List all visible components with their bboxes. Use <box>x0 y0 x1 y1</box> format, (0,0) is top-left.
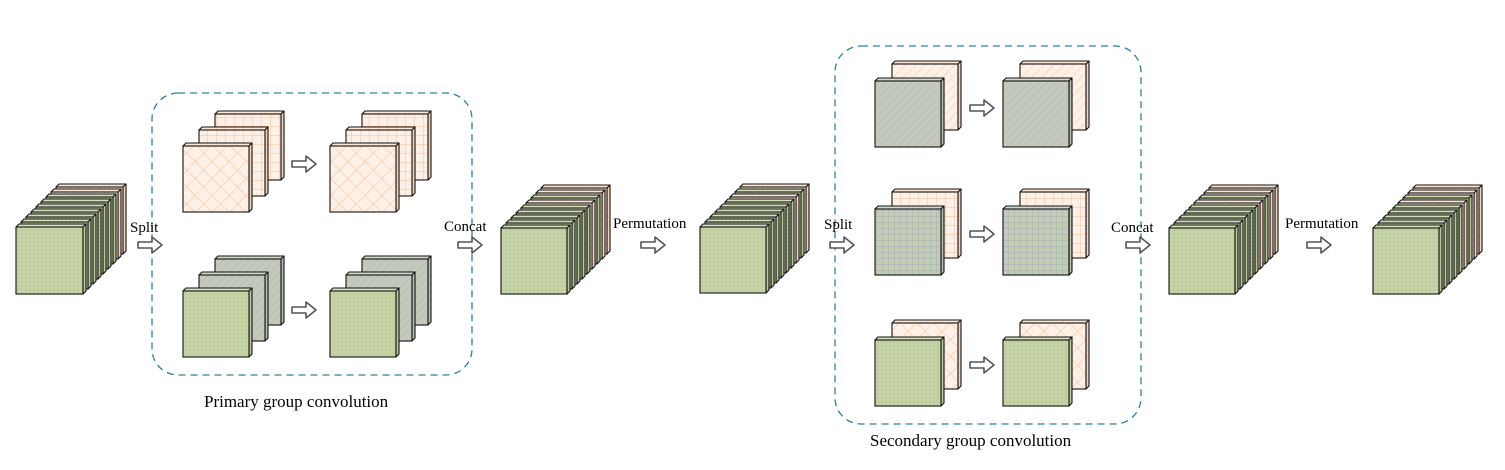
primary-group-caption: Primary group convolution <box>204 392 389 411</box>
concat-feature-stack-1 <box>500 184 611 295</box>
feature-map-slab <box>874 205 945 276</box>
primary-group-box <box>151 92 473 376</box>
flow-arrow-icon <box>457 236 483 254</box>
split-label-2: Split <box>824 217 853 233</box>
permutation-label-1: Permutation <box>613 216 687 232</box>
secondary-group-caption: Secondary group convolution <box>870 431 1072 450</box>
flow-arrow-icon <box>640 236 666 254</box>
secondary-group-3-in <box>874 319 962 407</box>
flow-arrow-icon <box>291 155 317 173</box>
feature-map-slab <box>500 224 571 295</box>
flow-arrow-icon <box>1306 236 1332 254</box>
secondary-group-2-in <box>874 188 962 276</box>
feature-map-slab <box>329 142 400 213</box>
concat-label-1: Concat <box>444 219 487 235</box>
feature-map-slab <box>699 223 770 294</box>
primary-green-group-in <box>182 255 285 358</box>
secondary-group-1-in <box>874 60 962 148</box>
permutation-label-2: Permutation <box>1285 216 1359 232</box>
feature-map-slab <box>329 287 400 358</box>
feature-map-slab <box>182 287 253 358</box>
flow-arrow-icon <box>969 99 995 117</box>
feature-map-slab <box>1372 224 1443 295</box>
secondary-group-2-out <box>1002 188 1090 276</box>
input-feature-stack <box>15 183 127 295</box>
feature-map-slab <box>874 77 945 148</box>
flow-arrow-icon <box>969 356 995 374</box>
flow-arrow-icon <box>969 225 995 243</box>
permuted-feature-stack-1 <box>699 183 810 294</box>
flow-arrow-icon <box>1125 236 1151 254</box>
flow-arrow-icon <box>137 236 163 254</box>
flow-arrow-icon <box>829 236 855 254</box>
primary-orange-group-out <box>329 110 432 213</box>
feature-map-slab <box>182 142 253 213</box>
feature-map-slab <box>1168 224 1239 295</box>
feature-map-slab <box>1002 205 1073 276</box>
output-feature-stack <box>1372 184 1483 295</box>
secondary-group-box <box>834 45 1142 425</box>
flow-arrow-icon <box>291 301 317 319</box>
feature-map-slab <box>15 223 87 295</box>
concat-feature-stack-2 <box>1168 184 1279 295</box>
secondary-group-1-out <box>1002 60 1090 148</box>
feature-map-slab <box>1002 336 1073 407</box>
primary-orange-group-in <box>182 110 285 213</box>
primary-green-group-out <box>329 255 432 358</box>
secondary-group-3-out <box>1002 319 1090 407</box>
split-label-1: Split <box>130 220 159 236</box>
feature-map-slab <box>874 336 945 407</box>
feature-map-slab <box>1002 77 1073 148</box>
arrows-layer <box>137 99 1332 374</box>
concat-label-2: Concat <box>1111 220 1154 236</box>
